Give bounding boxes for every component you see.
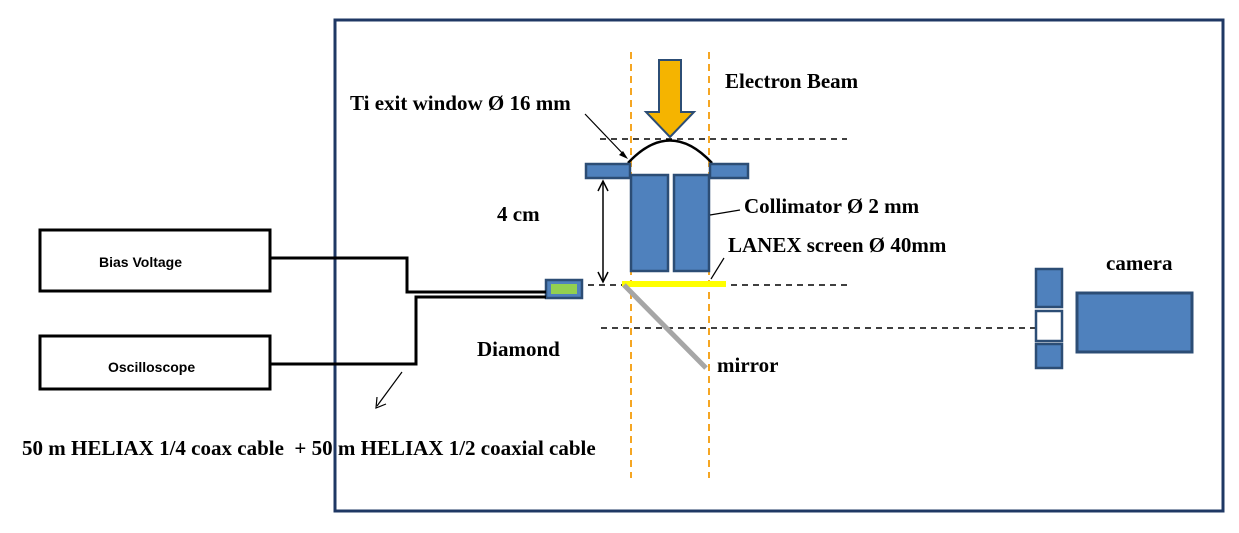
- enclosure-frame: [333, 18, 1225, 513]
- oscilloscope-label: Oscilloscope: [108, 359, 195, 375]
- bias-voltage-box: [38, 228, 272, 293]
- collimator-right-block: [672, 173, 711, 273]
- collimator-left-block: [629, 173, 670, 273]
- diamond-label: Diamond: [477, 337, 560, 361]
- electron-beam-label: Electron Beam: [725, 69, 859, 93]
- collimator-label: Collimator Ø 2 mm: [744, 194, 920, 218]
- distance-label: 4 cm: [497, 202, 540, 226]
- signal-cable: [270, 295, 546, 366]
- lanex-pointer: [710, 257, 725, 280]
- lanex-label: LANEX screen Ø 40mm: [728, 233, 947, 257]
- cable-label: 50 m HELIAX 1/4 coax cable + 50 m HELIAX…: [22, 436, 596, 460]
- flange-left: [584, 162, 632, 180]
- flange-right: [708, 162, 750, 180]
- diamond-sensor: [551, 284, 577, 294]
- oscilloscope-box: [38, 334, 272, 391]
- mirror-label: mirror: [717, 353, 778, 377]
- ti-window-pointer: [584, 113, 627, 158]
- lanex-screen: [622, 281, 726, 287]
- bias-cable: [270, 256, 546, 294]
- distance-arrow-head-bottom: [597, 271, 609, 284]
- camera-lens-aperture: [1034, 309, 1064, 343]
- ti-window-label: Ti exit window Ø 16 mm: [350, 91, 571, 115]
- ti-exit-window: [627, 139, 713, 164]
- ti-window-pointer-head: [619, 151, 628, 159]
- camera-body: [1075, 291, 1194, 354]
- cable-pointer-head: [375, 396, 387, 409]
- camera-lens-bottom: [1034, 342, 1064, 370]
- electron-beam-arrow-icon: [643, 59, 697, 139]
- bias-voltage-label: Bias Voltage: [99, 254, 182, 270]
- cable-pointer: [376, 371, 403, 407]
- camera-lens-top: [1034, 267, 1064, 309]
- distance-arrow-head-top: [597, 179, 609, 192]
- collimator-pointer: [709, 209, 741, 216]
- camera-label: camera: [1106, 251, 1173, 275]
- mirror-element: [622, 283, 708, 370]
